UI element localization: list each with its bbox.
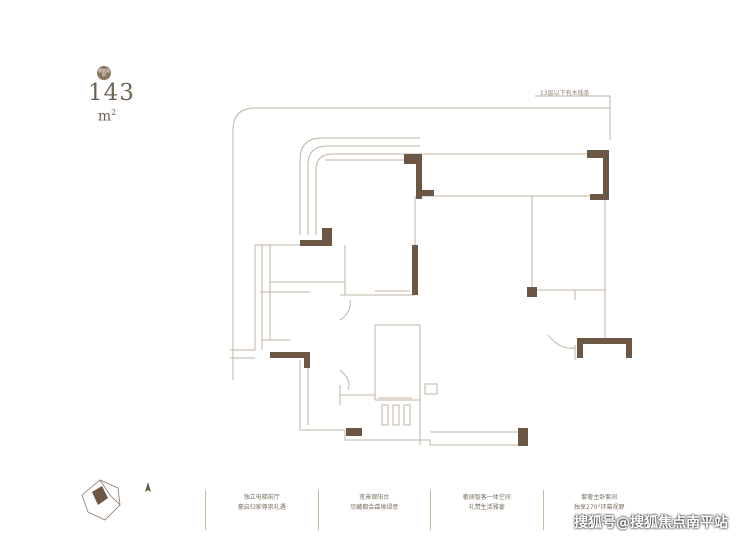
feature-item: 奢阔智客一体空间 礼赞生活雅宴 bbox=[430, 490, 543, 530]
feature-item: 独立电梯前厅 豪启归家尊崇礼遇 bbox=[205, 490, 318, 530]
area-value: 143 bbox=[88, 80, 135, 106]
floor-annotation: 13层以下有木栈条 bbox=[540, 90, 590, 97]
area-badge: 建筑面积 bbox=[97, 66, 111, 80]
area-unit: m2 bbox=[97, 108, 117, 125]
watermark: 搜狐号@搜狐焦点南平站 bbox=[574, 515, 728, 531]
feature-list: 独立电梯前厅 豪启归家尊崇礼遇 宽景观阳台 尽藏都会森境绿意 奢阔智客一体空间 … bbox=[205, 490, 655, 530]
feature-item: 宽景观阳台 尽藏都会森境绿意 bbox=[317, 490, 431, 530]
feature-item: 套奢主卧套间 独享270°环幕视野 bbox=[542, 490, 656, 530]
